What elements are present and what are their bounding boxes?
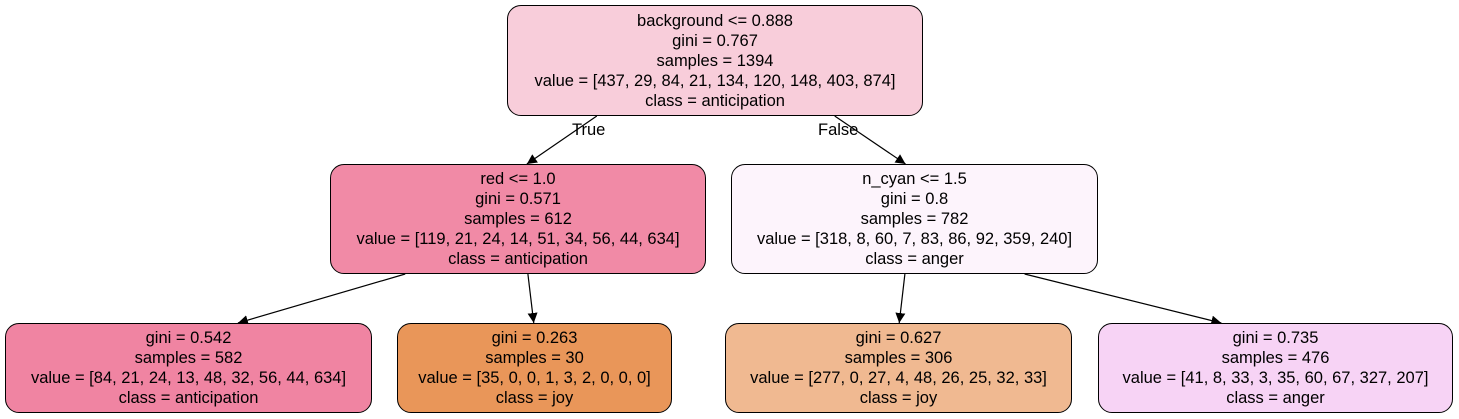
node-samples: samples = 582 xyxy=(134,349,243,367)
edge-n1-n3 xyxy=(237,273,406,325)
node-gini: gini = 0.8 xyxy=(880,190,949,208)
node-class: class = anticipation xyxy=(645,91,785,110)
node-class: class = joy xyxy=(859,389,938,407)
edge-label-true: True xyxy=(572,121,606,139)
edge-label-false: False xyxy=(818,121,859,139)
tree-leaf-1: gini = 0.542 samples = 582 value = [84, … xyxy=(5,323,372,413)
node-gini: gini = 0.571 xyxy=(475,190,561,208)
node-value: value = [35, 0, 0, 1, 3, 2, 0, 0, 0] xyxy=(418,369,651,387)
edge-n2-n5 xyxy=(895,273,906,324)
node-samples: samples = 306 xyxy=(844,349,953,367)
node-gini: gini = 0.735 xyxy=(1232,329,1319,347)
node-value: value = [318, 8, 60, 7, 83, 86, 92, 359,… xyxy=(756,230,1073,248)
node-gini: gini = 0.767 xyxy=(672,31,758,50)
node-split: n_cyan <= 1.5 xyxy=(862,170,967,188)
edge-root-n2 xyxy=(834,115,906,165)
node-class: class = anger xyxy=(865,250,964,268)
tree-node-n-cyan-split: n_cyan <= 1.5 gini = 0.8 samples = 782 v… xyxy=(731,164,1098,274)
node-gini: gini = 0.627 xyxy=(855,329,942,347)
node-gini: gini = 0.263 xyxy=(491,329,578,347)
node-split: red <= 1.0 xyxy=(480,170,556,188)
edge-n1-n4 xyxy=(527,273,538,324)
node-class: class = anger xyxy=(1226,389,1325,407)
node-class: class = anticipation xyxy=(448,250,588,268)
node-samples: samples = 30 xyxy=(485,349,584,367)
node-gini: gini = 0.542 xyxy=(145,329,232,347)
node-value: value = [41, 8, 33, 3, 35, 60, 67, 327, … xyxy=(1122,369,1429,387)
tree-leaf-3: gini = 0.627 samples = 306 value = [277,… xyxy=(725,323,1072,413)
node-samples: samples = 1394 xyxy=(656,51,774,70)
tree-node-red-split: red <= 1.0 gini = 0.571 samples = 612 va… xyxy=(330,164,706,274)
tree-leaf-2: gini = 0.263 samples = 30 value = [35, 0… xyxy=(397,323,672,413)
node-value: value = [119, 21, 24, 14, 51, 34, 56, 44… xyxy=(356,230,680,248)
node-samples: samples = 476 xyxy=(1221,349,1330,367)
node-value: value = [437, 29, 84, 21, 134, 120, 148,… xyxy=(534,71,896,90)
node-value: value = [277, 0, 27, 4, 48, 26, 25, 32, … xyxy=(750,369,1047,387)
edge-root-n1 xyxy=(526,115,598,165)
tree-leaf-4: gini = 0.735 samples = 476 value = [41, … xyxy=(1098,323,1453,413)
node-samples: samples = 782 xyxy=(860,210,969,228)
node-value: value = [84, 21, 24, 13, 48, 32, 56, 44,… xyxy=(30,369,347,387)
node-split: background <= 0.888 xyxy=(637,11,793,30)
tree-node-root: background <= 0.888 gini = 0.767 samples… xyxy=(507,5,923,116)
node-samples: samples = 612 xyxy=(464,210,572,228)
edge-n2-n6 xyxy=(1024,273,1222,326)
node-class: class = joy xyxy=(495,389,574,407)
node-class: class = anticipation xyxy=(118,389,259,407)
